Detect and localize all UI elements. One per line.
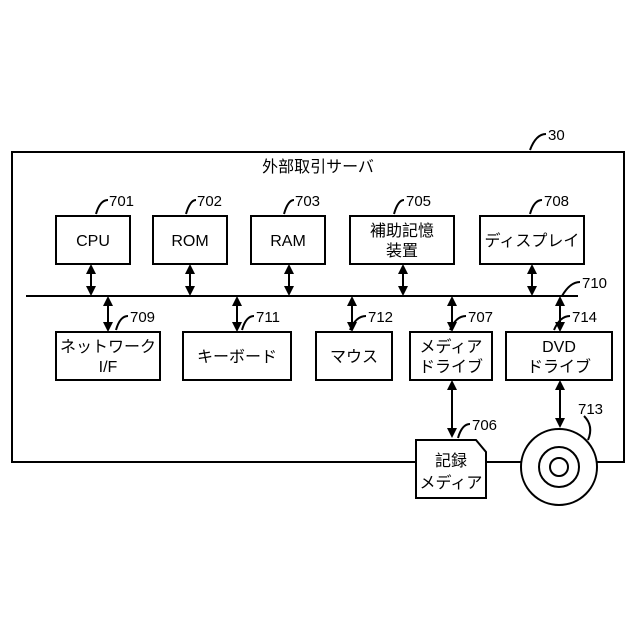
keyboard-label: キーボード xyxy=(197,348,277,366)
cpu-ref: 701 xyxy=(109,193,134,210)
recording-media-label-line1: 記録 xyxy=(435,452,467,470)
server-ref: 30 xyxy=(548,127,565,144)
cpu-label: CPU xyxy=(76,233,110,250)
auxiliary-storage-ref: 705 xyxy=(406,193,431,210)
media-drive-label-line2: ドライブ xyxy=(419,357,483,376)
media-drive-ref: 707 xyxy=(468,309,493,326)
media-drive-label-line1: メディア xyxy=(420,337,483,356)
server-ref-leader xyxy=(530,134,546,150)
network-if-ref: 709 xyxy=(130,309,155,326)
server-title: 外部取引サーバ xyxy=(262,158,374,176)
network-if-label-line1: ネットワーク xyxy=(60,338,156,356)
auxiliary-storage-label-line2: 装置 xyxy=(386,242,418,260)
dvd-drive-label-line1: DVD xyxy=(542,339,576,356)
mouse-label: マウス xyxy=(330,348,378,366)
bus-ref: 710 xyxy=(582,275,607,292)
rom-ref: 702 xyxy=(197,193,222,210)
auxiliary-storage-label-line1: 補助記憶 xyxy=(370,222,434,240)
display-ref: 708 xyxy=(544,193,569,210)
dvd-drive-label-line2: ドライブ xyxy=(527,357,591,376)
recording-media-ref: 706 xyxy=(472,417,497,434)
ram-label: RAM xyxy=(270,233,306,250)
rom-label: ROM xyxy=(171,233,208,250)
mouse-ref: 712 xyxy=(368,309,393,326)
dvd-disc-hole-icon xyxy=(550,458,568,476)
dvd-drive-ref: 714 xyxy=(572,309,597,326)
network-if-label-line2: I/F xyxy=(99,359,118,376)
dvd-disc-ref: 713 xyxy=(578,401,603,418)
display-label: ディスプレイ xyxy=(485,231,580,250)
ram-ref: 703 xyxy=(295,193,320,210)
recording-media-label-line2: メディア xyxy=(420,473,483,492)
keyboard-ref: 711 xyxy=(256,309,280,326)
